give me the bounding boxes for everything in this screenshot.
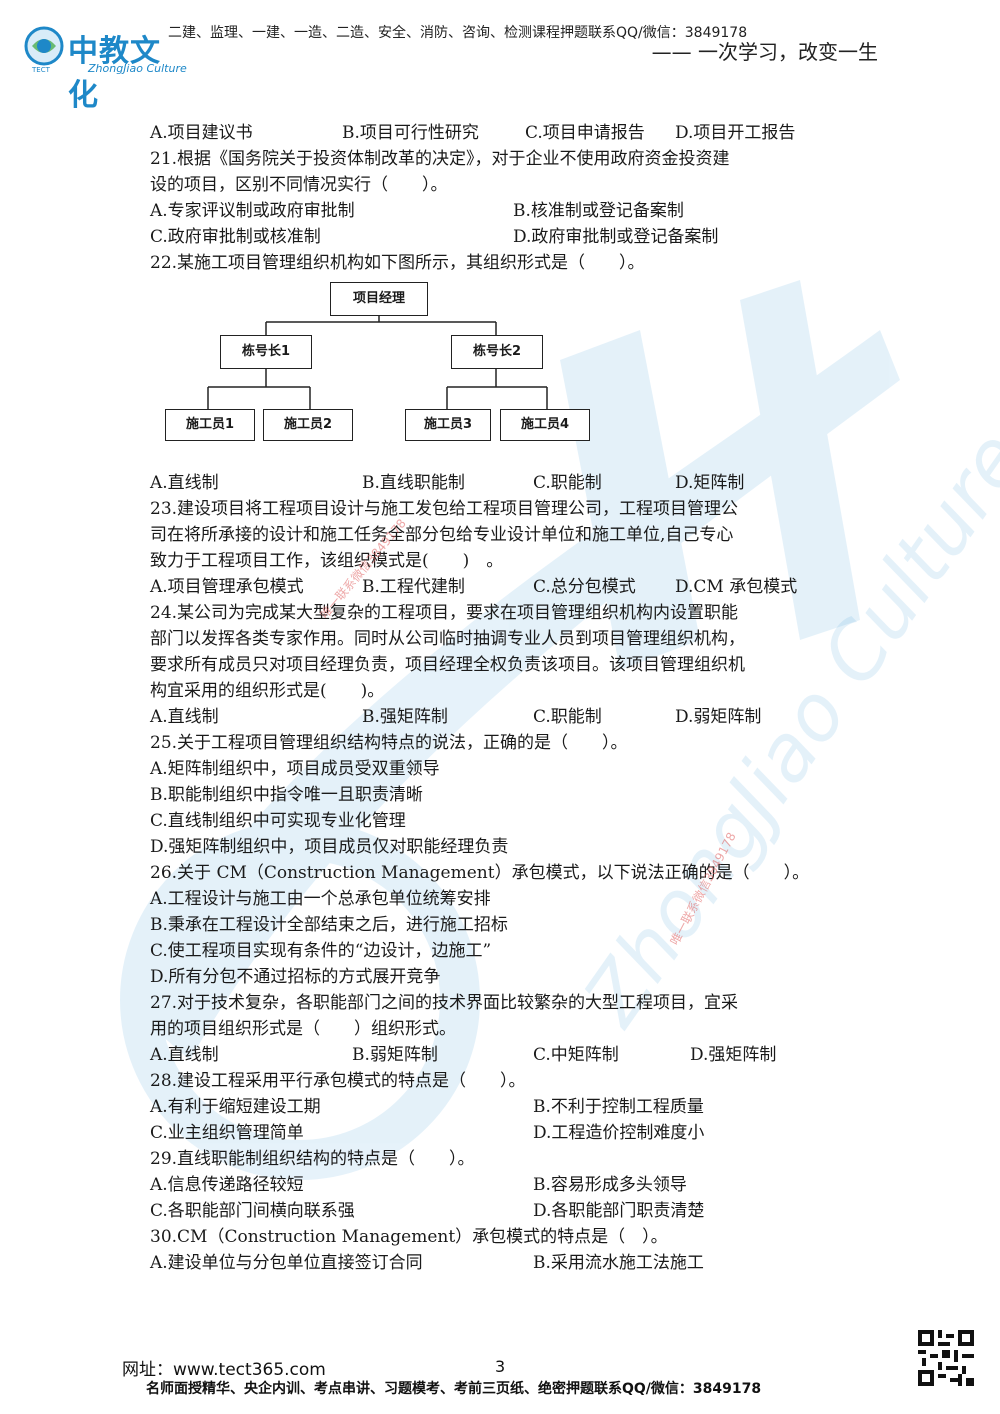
- option: C.使工程项目实现有条件的“边设计，边施工”: [150, 941, 492, 961]
- question-stem: 构宜采用的组织形式是( )。: [150, 681, 385, 701]
- option: B.不利于控制工程质量: [533, 1097, 704, 1117]
- option: B.项目可行性研究: [342, 123, 479, 143]
- option: A.专家评议制或政府审批制: [150, 201, 355, 221]
- org-node-worker-3: 施工员3: [405, 409, 491, 441]
- question-stem: 29.直线职能制组织结构的特点是（ ）。: [150, 1149, 475, 1169]
- question-stem: 22.某施工项目管理组织机构如下图所示，其组织形式是（ ）。: [150, 253, 645, 273]
- question-stem: 部门以发挥各类专家作用。同时从公司临时抽调专业人员到项目管理组织机构，: [150, 629, 745, 649]
- q21-options-row1: A.专家评议制或政府审批制 B.核准制或登记备案制: [150, 198, 850, 224]
- q20-options: A.项目建议书 B.项目可行性研究 C.项目申请报告 D.项目开工报告: [150, 120, 850, 146]
- option: C.项目申请报告: [525, 123, 645, 143]
- option: C.各职能部门间横向联系强: [150, 1201, 355, 1221]
- option: C.职能制: [533, 473, 602, 493]
- question-stem: 26.关于 CM（Construction Management）承包模式，以下…: [150, 863, 810, 883]
- question-stem: 致力于工程项目工作，该组织模式是( ) 。: [150, 551, 504, 571]
- org-node-manager: 项目经理: [330, 282, 428, 316]
- option: A.工程设计与施工由一个总承包单位统筹安排: [150, 889, 491, 909]
- option: D.各职能部门职责清楚: [533, 1201, 705, 1221]
- question-stem: 设的项目，区别不同情况实行（ ）。: [150, 175, 448, 195]
- option: A.有利于缩短建设工期: [150, 1097, 321, 1117]
- option: C.中矩阵制: [533, 1045, 619, 1065]
- option: C.政府审批制或核准制: [150, 227, 321, 247]
- option: D.矩阵制: [675, 473, 745, 493]
- option: D.所有分包不通过招标的方式展开竞争: [150, 967, 441, 987]
- footer-promo: 名师面授精华、央企内训、考点串讲、习题模考、考前三页纸、绝密押题联系QQ/微信：…: [146, 1381, 762, 1397]
- footer-website[interactable]: 网址：www.tect365.com: [122, 1360, 326, 1380]
- question-stem: 21.根据《国务院关于投资体制改革的决定》，对于企业不使用政府资金投资建: [150, 149, 730, 169]
- org-chart-connectors: [207, 315, 548, 410]
- option: A.直线制: [150, 473, 219, 493]
- option: A.直线制: [150, 707, 219, 727]
- question-stem: 28.建设工程采用平行承包模式的特点是（ ）。: [150, 1071, 526, 1091]
- org-node-worker-2: 施工员2: [263, 409, 353, 441]
- q29-options-row1: A.信息传递路径较短 B.容易形成多头领导: [150, 1172, 850, 1198]
- option: D.强矩阵制: [690, 1045, 777, 1065]
- question-stem: 要求所有成员只对项目经理负责，项目经理全权负责该项目。该项目管理组织机: [150, 655, 745, 675]
- option: D.CM 承包模式: [675, 577, 798, 597]
- q28-options-row1: A.有利于缩短建设工期 B.不利于控制工程质量: [150, 1094, 850, 1120]
- option: B.直线职能制: [362, 473, 465, 493]
- org-node-building-head-2: 栋号长2: [451, 335, 543, 369]
- option: A.建设单位与分包单位直接签订合同: [150, 1253, 423, 1273]
- option: B.秉承在工程设计全部结束之后，进行施工招标: [150, 915, 508, 935]
- logo-subtitle: ZhongJiao Culture: [88, 62, 187, 75]
- option: D.政府审批制或登记备案制: [513, 227, 719, 247]
- option: D.工程造价控制难度小: [533, 1123, 705, 1143]
- option: A.直线制: [150, 1045, 219, 1065]
- q23-options: A.项目管理承包模式 B.工程代建制 C.总分包模式 D.CM 承包模式: [150, 574, 850, 600]
- option: D.强矩阵制组织中，项目成员仅对职能经理负责: [150, 837, 509, 857]
- option: C.直线制组织中可实现专业化管理: [150, 811, 406, 831]
- q29-options-row2: C.各职能部门间横向联系强 D.各职能部门职责清楚: [150, 1198, 850, 1224]
- option: B.容易形成多头领导: [533, 1175, 687, 1195]
- option: B.强矩阵制: [362, 707, 448, 727]
- option: B.核准制或登记备案制: [513, 201, 684, 221]
- org-node-worker-4: 施工员4: [500, 409, 590, 441]
- org-chart: 项目经理 栋号长1 栋号长2 施工员1 施工员2 施工员3 施工员4: [150, 276, 850, 470]
- header-logo: 中教文化 ZhongJiao Culture TECT: [22, 18, 187, 113]
- option: C.职能制: [533, 707, 602, 727]
- q27-options: A.直线制 B.弱矩阵制 C.中矩阵制 D.强矩阵制: [150, 1042, 850, 1068]
- question-stem: 27.对于技术复杂，各职能部门之间的技术界面比较繁杂的大型工程项目，宜采: [150, 993, 739, 1013]
- question-stem: 23.建设项目将工程项目设计与施工发包给工程项目管理公司，工程项目管理公: [150, 499, 739, 519]
- option: A.项目建议书: [150, 123, 253, 143]
- q30-options-row1: A.建设单位与分包单位直接签订合同 B.采用流水施工法施工: [150, 1250, 850, 1276]
- option: D.项目开工报告: [675, 123, 796, 143]
- q24-options: A.直线制 B.强矩阵制 C.职能制 D.弱矩阵制: [150, 704, 850, 730]
- option: B.职能制组织中指令唯一且职责清晰: [150, 785, 423, 805]
- qr-code-icon: [918, 1330, 974, 1386]
- q22-options: A.直线制 B.直线职能制 C.职能制 D.矩阵制: [150, 470, 850, 496]
- org-node-worker-1: 施工员1: [165, 409, 255, 441]
- option: B.工程代建制: [362, 577, 465, 597]
- question-stem: 24.某公司为完成某大型复杂的工程项目，要求在项目管理组织机构内设置职能: [150, 603, 739, 623]
- header-contact-line: 二建、监理、一建、一造、二造、安全、消防、咨询、检测课程押题联系QQ/微信：38…: [168, 25, 748, 41]
- logo-globe-icon: [24, 26, 64, 66]
- option: B.弱矩阵制: [352, 1045, 438, 1065]
- question-content: A.项目建议书 B.项目可行性研究 C.项目申请报告 D.项目开工报告 21.根…: [150, 120, 850, 1276]
- logo-text: 中教文化: [68, 34, 161, 113]
- option: C.业主组织管理简单: [150, 1123, 304, 1143]
- org-node-building-head-1: 栋号长1: [220, 335, 312, 369]
- question-stem: 30.CM（Construction Management）承包模式的特点是（ …: [150, 1227, 668, 1247]
- question-stem: 司在将所承接的设计和施工任务全部分包给专业设计单位和施工单位,自己专心: [150, 525, 734, 545]
- option: A.矩阵制组织中，项目成员受双重领导: [150, 759, 440, 779]
- question-stem: 25.关于工程项目管理组织结构特点的说法，正确的是（ ）。: [150, 733, 628, 753]
- q21-options-row2: C.政府审批制或核准制 D.政府审批制或登记备案制: [150, 224, 850, 250]
- header-slogan: —— 一次学习，改变一生: [651, 40, 878, 64]
- option: A.信息传递路径较短: [150, 1175, 304, 1195]
- page-number: 3: [495, 1357, 506, 1376]
- option: B.采用流水施工法施工: [533, 1253, 704, 1273]
- option: C.总分包模式: [533, 577, 636, 597]
- logo-tect: TECT: [32, 66, 50, 74]
- option: D.弱矩阵制: [675, 707, 762, 727]
- q28-options-row2: C.业主组织管理简单 D.工程造价控制难度小: [150, 1120, 850, 1146]
- question-stem: 用的项目组织形式是（ ）组织形式。: [150, 1019, 456, 1039]
- option: A.项目管理承包模式: [150, 577, 304, 597]
